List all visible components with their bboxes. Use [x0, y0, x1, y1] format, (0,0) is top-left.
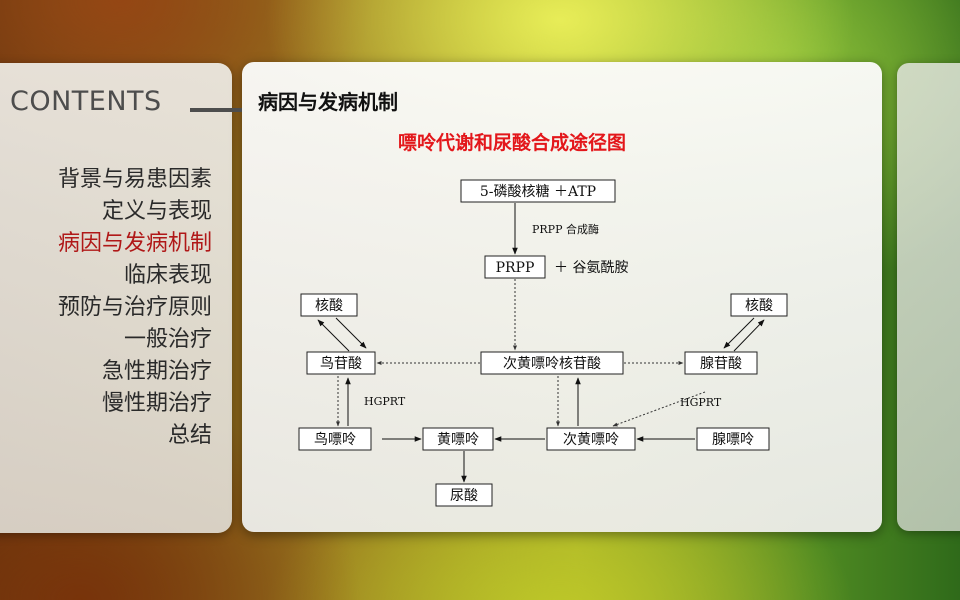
node-guanine: 鸟嘌呤: [298, 427, 372, 451]
toc-item-clinical[interactable]: 临床表现: [123, 263, 212, 288]
node-r5p: 5-磷酸核糖 ＋ATP: [460, 179, 616, 203]
section-title: 病因与发病机制: [258, 90, 398, 114]
svg-text:核酸: 核酸: [315, 298, 343, 314]
svg-text:鸟苷酸: 鸟苷酸: [320, 356, 362, 372]
next-slide-panel[interactable]: [897, 63, 960, 531]
node-xanthine: 黄嘌呤: [422, 427, 494, 451]
contents-underline: [190, 108, 242, 112]
svg-text:5-磷酸核糖 ＋ATP: 5-磷酸核糖 ＋ATP: [480, 184, 596, 200]
node-nucleic-right: 核酸: [730, 293, 788, 317]
node-hypoxanthine: 次黄嘌呤: [546, 427, 636, 451]
label-hgprt-left: HGPRT: [364, 395, 406, 408]
arrow-nucleic-to-amp: [723, 317, 755, 349]
node-imp: 次黄嘌呤核苷酸: [480, 351, 624, 375]
svg-text:尿酸: 尿酸: [450, 488, 478, 504]
diagram-title: 嘌呤代谢和尿酸合成途径图: [398, 132, 627, 154]
node-adenine: 腺嘌呤: [696, 427, 770, 451]
node-prpp: PRPP: [484, 255, 546, 279]
toc-item-etiology[interactable]: 病因与发病机制: [57, 231, 212, 256]
svg-text:腺嘌呤: 腺嘌呤: [712, 432, 754, 448]
contents-panel: [0, 63, 232, 533]
label-hgprt-right: HGPRT: [680, 396, 722, 409]
svg-text:腺苷酸: 腺苷酸: [700, 356, 742, 372]
arrow-amp-to-nucleic: [733, 319, 765, 352]
toc-item-general-treatment[interactable]: 一般治疗: [123, 327, 212, 352]
arrow-gmp-to-nucleic: [317, 319, 350, 352]
svg-text:鸟嘌呤: 鸟嘌呤: [314, 432, 356, 448]
toc-item-acute-treatment[interactable]: 急性期治疗: [101, 359, 212, 384]
toc-item-prevention[interactable]: 预防与治疗原则: [57, 295, 212, 320]
node-gmp: 鸟苷酸: [306, 351, 376, 375]
svg-text:PRPP: PRPP: [496, 260, 535, 276]
arrow-nucleic-to-gmp: [335, 317, 367, 349]
arrow-amp-to-hypoxanthine: [612, 391, 706, 427]
node-amp: 腺苷酸: [684, 351, 758, 375]
node-uric-acid: 尿酸: [435, 483, 493, 507]
contents-list: 背景与易患因素 定义与表现 病因与发病机制 临床表现 预防与治疗原则 一般治疗 …: [58, 164, 212, 452]
label-prpp-synthetase: PRPP 合成酶: [532, 222, 599, 236]
toc-item-background[interactable]: 背景与易患因素: [57, 167, 212, 192]
toc-item-summary[interactable]: 总结: [167, 423, 212, 448]
node-glutamine: ＋ 谷氨酰胺: [554, 260, 628, 276]
svg-text:核酸: 核酸: [745, 298, 773, 314]
node-nucleic-left: 核酸: [300, 293, 358, 317]
toc-item-definition[interactable]: 定义与表现: [101, 199, 212, 224]
svg-text:次黄嘌呤: 次黄嘌呤: [563, 431, 619, 448]
contents-title: CONTENTS: [10, 86, 162, 117]
svg-text:黄嘌呤: 黄嘌呤: [437, 431, 479, 448]
toc-item-chronic-treatment[interactable]: 慢性期治疗: [101, 391, 212, 416]
svg-text:次黄嘌呤核苷酸: 次黄嘌呤核苷酸: [503, 355, 601, 372]
